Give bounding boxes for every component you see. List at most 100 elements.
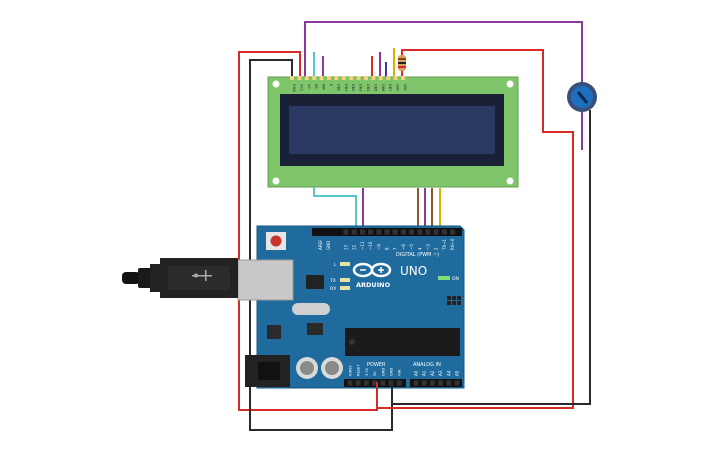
lcd-pin[interactable] bbox=[304, 76, 309, 80]
usb-chip bbox=[306, 275, 324, 289]
lcd-pin[interactable] bbox=[393, 76, 398, 80]
digital-pin[interactable] bbox=[376, 229, 382, 235]
power-label: POWER bbox=[367, 362, 386, 368]
lcd-pin[interactable] bbox=[334, 76, 339, 80]
lcd-pin[interactable] bbox=[290, 76, 294, 80]
lcd-pin-label: DB6 bbox=[381, 84, 385, 91]
digital-pin[interactable] bbox=[343, 229, 349, 235]
wires-front bbox=[376, 382, 393, 388]
analog-pin[interactable] bbox=[454, 380, 460, 386]
on-label: ON bbox=[452, 276, 459, 282]
digital-pin[interactable] bbox=[433, 229, 439, 235]
digital-pin-label: 8 bbox=[385, 247, 390, 250]
wire-cyan-rs bbox=[313, 187, 357, 232]
lcd-pin-label: DB2 bbox=[351, 84, 355, 91]
lcd-pin-label: DB1 bbox=[344, 84, 348, 91]
power-pin[interactable] bbox=[380, 380, 386, 386]
analog-pin-label: A4 bbox=[446, 370, 451, 376]
digital-pin[interactable] bbox=[368, 229, 374, 235]
lcd-pin-label: DB0 bbox=[336, 84, 340, 91]
lcd-pin[interactable] bbox=[327, 76, 331, 80]
arduino-board[interactable]: L TX RX ON ARDUINO UNO DIGITAL (PWM ~) P… bbox=[237, 225, 465, 389]
lcd-pin-label: DB4 bbox=[366, 84, 370, 92]
lcd-pin-label: GND bbox=[292, 84, 296, 92]
wire-black-left-gnd bbox=[249, 59, 393, 431]
digital-pin[interactable] bbox=[384, 229, 390, 235]
resistor[interactable] bbox=[398, 55, 406, 71]
analog-pin[interactable] bbox=[413, 380, 419, 386]
lcd-pin[interactable] bbox=[371, 76, 376, 80]
digital-pin[interactable] bbox=[417, 229, 423, 235]
lcd-pin-label: E bbox=[329, 84, 333, 86]
digital-pin[interactable] bbox=[351, 229, 357, 235]
digital-pin[interactable] bbox=[409, 229, 415, 235]
wire-black-right-pot bbox=[392, 110, 591, 405]
power-pin[interactable] bbox=[372, 380, 378, 386]
analog-pin-label: A3 bbox=[438, 370, 443, 376]
icsp-header bbox=[447, 296, 461, 305]
lcd-pin-label: DB3 bbox=[359, 84, 363, 91]
lcd-pin[interactable] bbox=[356, 76, 361, 80]
digital-pin[interactable] bbox=[425, 229, 431, 235]
power-pin[interactable] bbox=[347, 380, 353, 386]
atmega-chip bbox=[345, 328, 460, 356]
power-pin-label: GND bbox=[390, 368, 394, 376]
analog-pin[interactable] bbox=[446, 380, 452, 386]
usb-cable-icon[interactable] bbox=[122, 258, 238, 298]
lcd-pin[interactable] bbox=[378, 76, 383, 80]
led-l-label: L bbox=[334, 262, 337, 268]
potentiometer-icon[interactable] bbox=[567, 82, 597, 150]
analog-pin[interactable] bbox=[421, 380, 427, 386]
lcd-pin[interactable] bbox=[349, 76, 354, 80]
lcd-pin[interactable] bbox=[297, 76, 302, 80]
power-pin-label: VIN bbox=[398, 369, 402, 376]
lcd-pin[interactable] bbox=[364, 76, 368, 80]
led-rx-label: RX bbox=[330, 286, 336, 292]
digital-pin[interactable] bbox=[450, 229, 456, 235]
reset-button-icon[interactable] bbox=[266, 232, 286, 250]
power-pin[interactable] bbox=[363, 380, 369, 386]
lcd-pin[interactable] bbox=[319, 76, 324, 80]
analog-pin[interactable] bbox=[438, 380, 444, 386]
power-pin-label: GND bbox=[381, 368, 385, 376]
digital-pin-label: ~6 bbox=[401, 244, 406, 250]
status-leds bbox=[340, 262, 450, 290]
power-pin[interactable] bbox=[355, 380, 361, 386]
lcd-pin[interactable] bbox=[312, 76, 317, 80]
aref-label: AREF bbox=[318, 239, 323, 250]
digital-label: DIGITAL (PWM ~) bbox=[396, 252, 439, 258]
power-pin[interactable] bbox=[396, 380, 402, 386]
lcd-pin-label: RS bbox=[314, 84, 318, 89]
lcd-pin[interactable] bbox=[401, 76, 405, 80]
lcd-pin-label: DB7 bbox=[388, 84, 392, 91]
wire-purple-pot-wiper bbox=[304, 21, 583, 85]
digital-pin[interactable] bbox=[359, 229, 365, 235]
lcd-pin[interactable] bbox=[386, 76, 391, 80]
lcd-pin[interactable] bbox=[341, 76, 346, 80]
analog-pin-label: A5 bbox=[455, 370, 460, 376]
wires-back bbox=[238, 21, 591, 431]
digital-pin-label: 13 bbox=[344, 244, 349, 250]
gnd-label: GND bbox=[326, 241, 331, 250]
wire-red-left-5v bbox=[238, 51, 378, 411]
analog-label: ANALOG IN bbox=[413, 362, 441, 368]
usb-socket bbox=[237, 259, 294, 301]
digital-pin-label: ~10 bbox=[368, 241, 373, 250]
led-tx-label: TX bbox=[329, 278, 336, 284]
digital-pin-label: ~5 bbox=[409, 244, 414, 250]
digital-pin-label: ~9 bbox=[376, 244, 381, 250]
regulator bbox=[307, 323, 323, 335]
digital-pin-label: 4 bbox=[417, 247, 422, 250]
lcd-pin-label: DB5 bbox=[373, 84, 377, 91]
analog-pin[interactable] bbox=[429, 380, 435, 386]
digital-pin[interactable] bbox=[392, 229, 398, 235]
lcd-pin-label: V0 bbox=[307, 84, 311, 89]
digital-pin[interactable] bbox=[441, 229, 447, 235]
brand-label: ARDUINO bbox=[356, 281, 391, 289]
digital-pin-label: ~3 bbox=[426, 244, 431, 250]
digital-pin[interactable] bbox=[400, 229, 406, 235]
